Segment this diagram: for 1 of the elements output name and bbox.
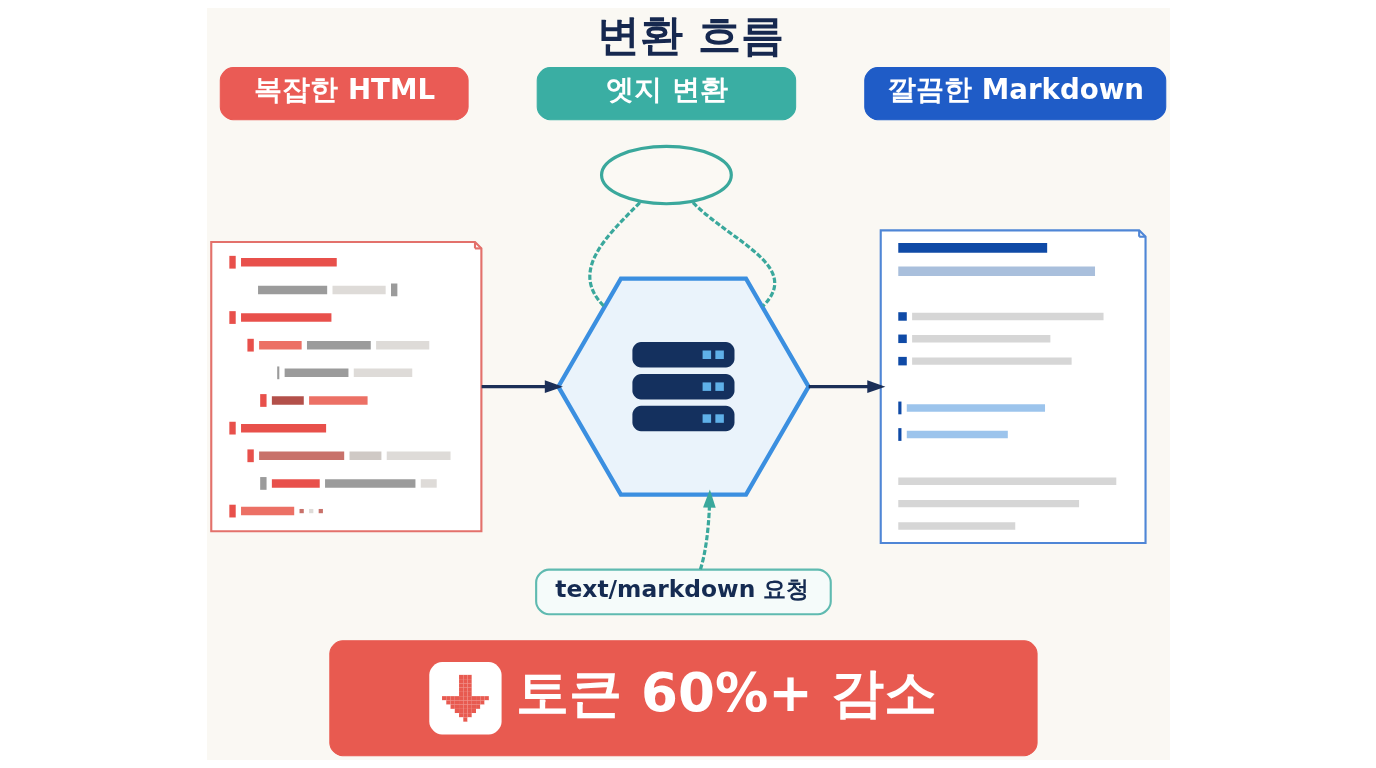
diagram-title: 변환 흐름 [596,10,784,60]
